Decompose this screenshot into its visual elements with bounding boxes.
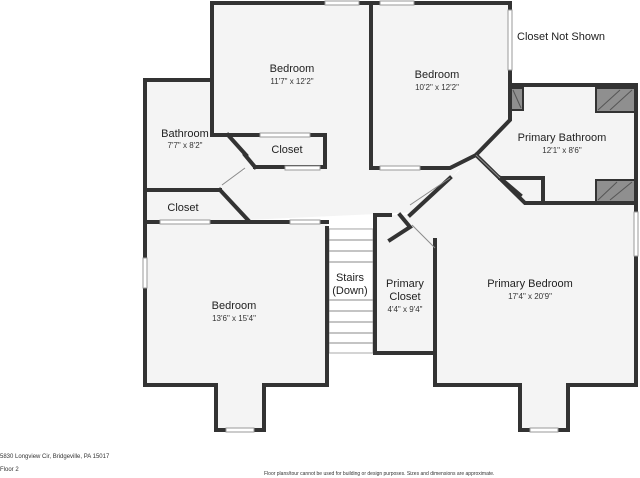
room-label-bedroom-bottom-left: Bedroom 13'6" x 15'4" xyxy=(212,300,257,323)
room-label-bedroom-top-left: Bedroom 11'7" x 12'2" xyxy=(270,63,315,86)
room-label-primary-bedroom: Primary Bedroom 17'4" x 20'9" xyxy=(487,278,573,301)
room-name: Bedroom xyxy=(415,69,460,81)
room-dims: 4'4" x 9'4" xyxy=(388,305,423,314)
room-dims: 11'7" x 12'2" xyxy=(270,77,313,86)
address-text: 5830 Longview Cir, Bridgeville, PA 15017 xyxy=(0,454,110,460)
room-name: Bathroom xyxy=(161,128,209,140)
room-name: Bedroom xyxy=(270,63,315,75)
room-dims: 12'1" x 8'6" xyxy=(542,146,582,155)
room-name: Bedroom xyxy=(212,300,257,312)
stairs-line1: Stairs xyxy=(336,272,365,284)
room-name: Primary Bedroom xyxy=(487,278,573,290)
room-label-closet-left: Closet xyxy=(167,202,198,214)
room-label-bathroom: Bathroom 7'7" x 8'2" xyxy=(161,128,209,150)
room-label-primary-bathroom: Primary Bathroom 12'1" x 8'6" xyxy=(518,132,607,155)
room-name-line1: Primary xyxy=(386,278,424,290)
room-name-line2: Closet xyxy=(389,291,420,303)
room-dims: 7'7" x 8'2" xyxy=(168,141,203,150)
bath-fixtures xyxy=(510,87,636,203)
floor-text: Floor 2 xyxy=(0,467,19,473)
room-label-primary-closet: Primary Closet 4'4" x 9'4" xyxy=(386,278,424,314)
room-dims: 10'2" x 12'2" xyxy=(415,83,459,92)
room-name: Primary Bathroom xyxy=(518,132,607,144)
room-label-stairs: Stairs (Down) xyxy=(330,269,372,297)
room-label-closet-upper: Closet xyxy=(271,144,302,156)
room-dims: 17'4" x 20'9" xyxy=(508,292,552,301)
room-label-bedroom-top-right: Bedroom 10'2" x 12'2" xyxy=(415,69,460,92)
stairs-line2: (Down) xyxy=(332,285,367,297)
floor-fills xyxy=(145,3,636,430)
disclaimer-text: Floor plans/tour cannot be used for buil… xyxy=(264,471,495,477)
room-dims: 13'6" x 15'4" xyxy=(212,314,256,323)
closet-not-shown-note: Closet Not Shown xyxy=(517,31,605,43)
windows xyxy=(142,0,639,433)
